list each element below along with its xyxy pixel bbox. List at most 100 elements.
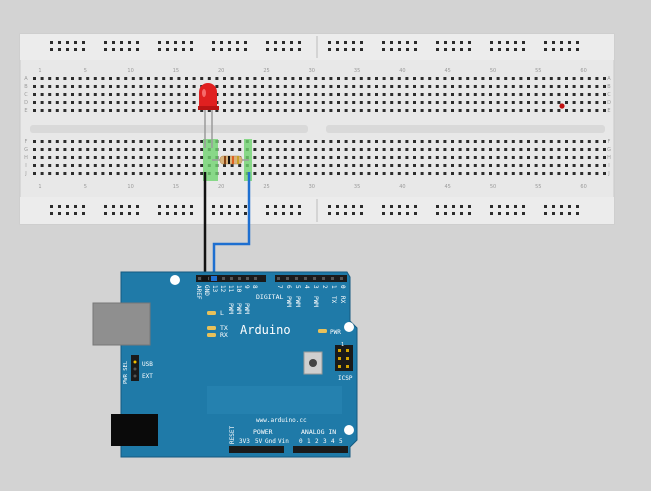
terminal-hole	[245, 85, 249, 88]
rail-hole	[568, 205, 571, 208]
row-letter-left: H	[24, 155, 28, 161]
terminal-hole	[375, 109, 378, 112]
terminal-hole	[154, 164, 158, 167]
icsp-pin-holes	[338, 349, 349, 368]
terminal-hole	[511, 164, 515, 167]
terminal-hole	[451, 77, 454, 80]
column-number-top: 10	[127, 68, 133, 74]
rail-hole	[468, 212, 471, 215]
terminal-hole	[473, 85, 477, 88]
terminal-hole	[413, 156, 416, 159]
rail-hole	[498, 41, 501, 44]
rail-hole	[182, 41, 185, 44]
terminal-hole	[238, 140, 242, 143]
rail-hole	[290, 212, 293, 215]
arduino-board[interactable]: AREF GND 13 12 11 10 9 8 7 6 5 4 3 2 1 0…	[92, 271, 358, 458]
terminal-hole	[420, 101, 424, 104]
rail-hole	[382, 48, 385, 51]
terminal-hole	[238, 109, 242, 112]
terminal-hole	[291, 85, 295, 88]
terminal-hole	[291, 101, 295, 104]
terminal-hole	[321, 156, 325, 159]
terminal-hole	[33, 109, 36, 112]
terminal-hole	[549, 101, 553, 104]
terminal-hole	[382, 164, 386, 167]
terminal-hole	[557, 148, 561, 151]
terminal-hole	[131, 148, 135, 151]
rail-hole	[352, 48, 355, 51]
terminal-hole	[595, 109, 599, 112]
terminal-hole	[147, 101, 150, 104]
terminal-hole	[268, 156, 272, 159]
terminal-hole	[291, 156, 295, 159]
terminal-hole	[397, 109, 401, 112]
terminal-hole	[435, 148, 439, 151]
terminal-hole	[572, 109, 576, 112]
terminal-hole	[283, 156, 287, 159]
terminal-hole	[238, 85, 242, 88]
terminal-hole	[496, 101, 500, 104]
column-number-bottom: 1	[38, 184, 41, 190]
icsp-label: ICSP	[338, 375, 353, 382]
rail-hole	[436, 212, 439, 215]
rail-hole	[360, 48, 363, 51]
terminal-hole	[451, 109, 454, 112]
terminal-hole	[519, 172, 523, 175]
terminal-hole	[572, 140, 576, 143]
terminal-hole	[276, 85, 280, 88]
rail-hole	[398, 41, 401, 44]
terminal-hole	[375, 77, 378, 80]
pin13-wire[interactable]	[212, 172, 251, 280]
terminal-hole	[192, 101, 196, 104]
terminal-hole	[230, 93, 234, 96]
terminal-hole	[55, 164, 59, 167]
pin-label-7: 7	[276, 285, 283, 289]
terminal-hole	[101, 156, 105, 159]
resistor[interactable]	[212, 155, 249, 165]
terminal-hole	[321, 109, 325, 112]
terminal-hole	[572, 85, 576, 88]
terminal-hole	[603, 156, 606, 159]
rail-hole	[282, 41, 285, 44]
header-pin-hole	[304, 277, 307, 280]
terminal-hole	[435, 93, 439, 96]
terminal-hole	[405, 101, 409, 104]
terminal-hole	[86, 164, 90, 167]
terminal-hole	[169, 156, 173, 159]
rail-hole	[460, 48, 463, 51]
terminal-hole	[192, 140, 196, 143]
terminal-hole	[344, 77, 348, 80]
terminal-hole	[565, 101, 568, 104]
red-led[interactable]	[198, 83, 219, 148]
terminal-hole	[154, 85, 158, 88]
terminal-hole	[489, 164, 492, 167]
terminal-hole	[139, 85, 143, 88]
rail-hole	[544, 48, 547, 51]
terminal-hole	[435, 140, 439, 143]
terminal-hole	[519, 77, 523, 80]
terminal-hole	[420, 148, 424, 151]
column-number-bottom: 55	[535, 184, 541, 190]
terminal-hole	[367, 140, 371, 143]
rail-hole	[244, 41, 247, 44]
rail-hole	[390, 205, 393, 208]
terminal-hole	[428, 148, 432, 151]
terminal-hole	[71, 156, 74, 159]
terminal-hole	[261, 172, 264, 175]
terminal-hole	[93, 172, 97, 175]
terminal-hole	[489, 148, 492, 151]
rail-hole	[552, 212, 555, 215]
terminal-hole	[359, 101, 363, 104]
terminal-hole	[169, 148, 173, 151]
rail-hole	[406, 205, 409, 208]
terminal-hole	[329, 101, 333, 104]
column-number-bottom: 60	[580, 184, 586, 190]
gnd-wire-plug	[202, 276, 208, 281]
terminal-hole	[207, 109, 211, 112]
terminal-hole	[314, 93, 318, 96]
terminal-hole	[314, 164, 318, 167]
terminal-hole	[154, 172, 158, 175]
terminal-hole	[458, 164, 462, 167]
icsp-pin-hole	[346, 365, 349, 368]
rail-hole	[104, 48, 107, 51]
